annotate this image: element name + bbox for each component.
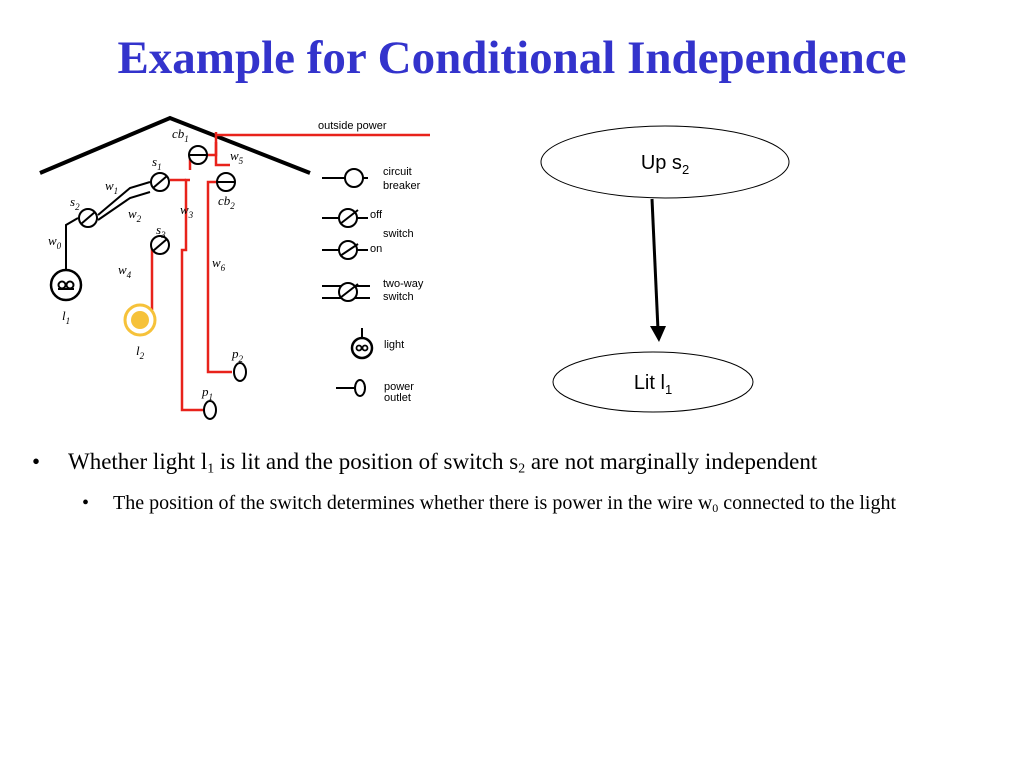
- legend-on-label: on: [370, 243, 382, 255]
- legend-power-outlet-symbol: [336, 379, 366, 397]
- label-w2: w2: [128, 206, 142, 224]
- slide-title: Example for Conditional Independence: [117, 32, 907, 84]
- wire-trunk-w3: [180, 178, 210, 412]
- symbol-legend: circuit breaker off switch on two-way sw…: [322, 166, 424, 404]
- label-p1: p1: [201, 384, 213, 402]
- bullet-dot: •: [82, 492, 90, 515]
- edge-arrowhead: [650, 326, 666, 342]
- label-w0: w0: [48, 233, 62, 251]
- bullet-sub: • The position of the switch determines …: [30, 489, 990, 523]
- node-up-s2-label: Up s2: [641, 152, 689, 177]
- light-l2: [123, 303, 157, 337]
- node-lit-l1: [552, 351, 754, 413]
- wire-w2: [97, 191, 151, 221]
- label-w3: w3: [180, 202, 194, 220]
- legend-two-way-switch-label: switch: [383, 291, 414, 303]
- label-p2: p2: [231, 346, 244, 364]
- house-wiring-diagram: outside power: [39, 115, 430, 420]
- legend-outlet-label: outlet: [384, 392, 411, 404]
- label-w4: w4: [118, 262, 132, 280]
- label-s1: s1: [152, 154, 162, 172]
- bullet-main: • Whether light l1 is lit and the positi…: [30, 446, 990, 483]
- legend-switch-on-symbol: [322, 240, 368, 260]
- node-up-s2: [540, 125, 790, 199]
- switch-s3: [150, 235, 170, 255]
- legend-two-way-label: two-way: [383, 278, 424, 290]
- edge-up-s2-to-lit-l1: [650, 198, 660, 331]
- outlet-p1: [203, 400, 217, 420]
- circuit-breaker-cb2: [216, 172, 236, 192]
- legend-breaker-label: breaker: [383, 180, 421, 192]
- bayes-net-diagram: Up s2 Lit l1: [540, 125, 790, 413]
- label-cb1: cb1: [172, 126, 189, 144]
- switch-s1: [150, 172, 170, 192]
- legend-switch-off-symbol: [322, 208, 368, 228]
- wire-w0: [65, 217, 79, 270]
- legend-power-label: power: [384, 381, 414, 393]
- legend-off-label: off: [370, 209, 383, 221]
- label-w5: w5: [230, 148, 244, 166]
- node-lit-l1-label: Lit l1: [634, 372, 672, 397]
- light-l1: [49, 268, 83, 302]
- legend-circuit-label: circuit: [383, 166, 412, 178]
- roof-outline: [39, 115, 311, 175]
- bullet-list: • Whether light l1 is lit and the positi…: [30, 446, 990, 523]
- wire-w6: [206, 180, 232, 374]
- wire-w5: [214, 142, 230, 167]
- legend-light-symbol: [350, 328, 374, 360]
- outside-power-label: outside power: [318, 120, 387, 132]
- legend-switch-label: switch: [383, 228, 414, 240]
- wire-w1: [97, 181, 151, 216]
- circuit-breaker-cb1: [188, 145, 208, 165]
- label-l2: l2: [136, 343, 145, 361]
- label-s2: s2: [70, 194, 80, 212]
- label-w1: w1: [105, 178, 118, 196]
- legend-circuit-breaker-symbol: [322, 168, 368, 188]
- label-w6: w6: [212, 255, 226, 273]
- switch-s2: [78, 208, 98, 228]
- outlet-p2: [233, 362, 247, 382]
- label-l1: l1: [62, 308, 70, 326]
- legend-light-label: light: [384, 339, 404, 351]
- bullet-dot: •: [32, 449, 41, 474]
- black-wires: [65, 181, 151, 270]
- label-s3: s3: [156, 222, 166, 240]
- label-cb2: cb2: [218, 193, 235, 211]
- legend-two-way-switch-symbol: [322, 282, 370, 302]
